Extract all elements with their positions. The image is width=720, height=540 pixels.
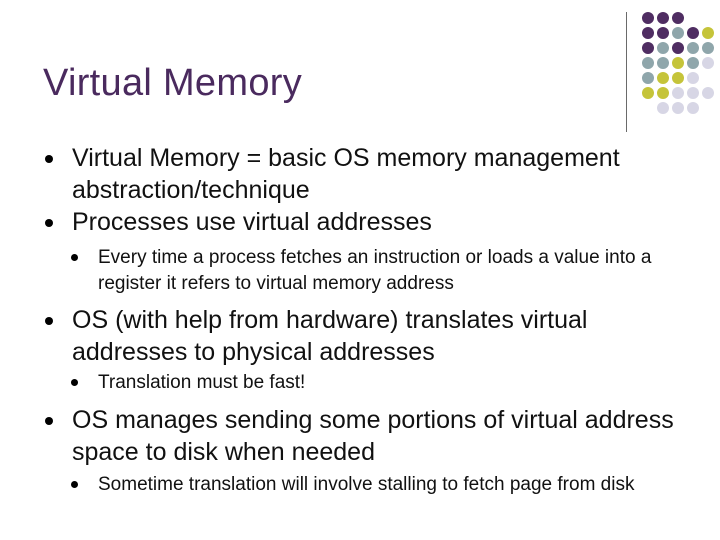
bullet-dot-icon: [45, 155, 53, 163]
decor-dot: [702, 87, 714, 99]
bullet-dot-icon: [71, 379, 78, 386]
bullet-dot-icon: [71, 254, 78, 261]
decor-dot: [687, 72, 699, 84]
decor-dot: [687, 87, 699, 99]
bullet-dot-icon: [45, 219, 53, 227]
decor-dot: [657, 42, 669, 54]
bullet-text: OS (with help from hardware) translates …: [72, 306, 588, 366]
bullet-text: OS manages sending some portions of virt…: [72, 406, 674, 466]
bullet-level1: OS manages sending some portions of virt…: [45, 404, 692, 468]
decor-dot: [687, 57, 699, 69]
decor-dot: [642, 12, 654, 24]
decor-dot: [642, 57, 654, 69]
decor-dot: [687, 27, 699, 39]
slide-title: Virtual Memory: [43, 62, 303, 104]
decor-dot: [687, 102, 699, 114]
decor-dot: [672, 42, 684, 54]
bullet-level1: Processes use virtual addresses: [45, 206, 692, 238]
decor-dot: [657, 87, 669, 99]
decor-dot: [642, 87, 654, 99]
decor-dot: [642, 42, 654, 54]
decorative-dot-grid: [642, 12, 714, 114]
decor-dot: [672, 102, 684, 114]
decor-dot: [702, 27, 714, 39]
decor-dot: [672, 72, 684, 84]
bullet-text: Processes use virtual addresses: [72, 208, 432, 236]
decor-dot: [642, 72, 654, 84]
decor-dot: [657, 12, 669, 24]
bullet-level2: Sometime translation will involve stalli…: [71, 472, 698, 498]
decor-dot: [672, 27, 684, 39]
bullet-level2: Every time a process fetches an instruct…: [71, 245, 698, 297]
bullet-text: Every time a process fetches an instruct…: [98, 247, 652, 294]
decor-dot: [657, 27, 669, 39]
decor-dot: [657, 102, 669, 114]
decor-dot: [672, 57, 684, 69]
bullet-dot-icon: [71, 481, 78, 488]
decor-dot: [657, 72, 669, 84]
bullet-text: Sometime translation will involve stalli…: [98, 474, 635, 495]
decor-dot: [702, 57, 714, 69]
bullet-dot-icon: [45, 417, 53, 425]
bullet-level2: Translation must be fast!: [71, 370, 698, 396]
bullet-text: Translation must be fast!: [98, 372, 306, 393]
decor-dot: [672, 87, 684, 99]
bullet-level1: Virtual Memory = basic OS memory managem…: [45, 142, 692, 206]
decor-dot: [672, 12, 684, 24]
decor-dot: [642, 27, 654, 39]
decor-dot: [702, 42, 714, 54]
bullet-dot-icon: [45, 317, 53, 325]
bullet-text: Virtual Memory = basic OS memory managem…: [72, 144, 620, 204]
decorative-divider-line: [626, 12, 627, 132]
bullet-level1: OS (with help from hardware) translates …: [45, 304, 692, 368]
decor-dot: [657, 57, 669, 69]
decor-dot: [687, 42, 699, 54]
